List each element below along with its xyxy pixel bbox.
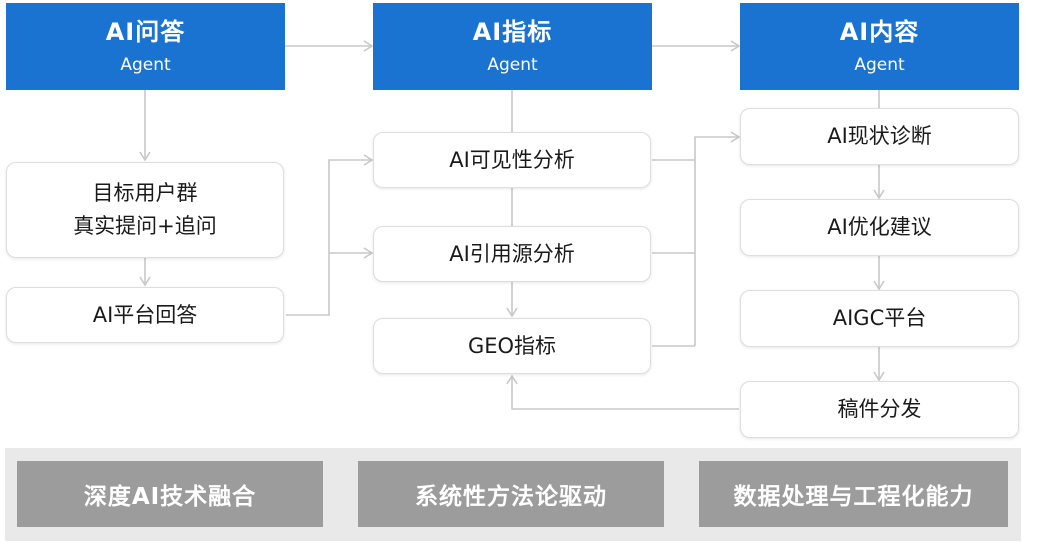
agent-title: AI问答 (105, 17, 186, 46)
arrow-answer-to-visibility (286, 154, 374, 316)
citation-analysis-label: AI引用源分析 (449, 241, 575, 266)
audience-box: 目标用户群 真实提问+追问 (6, 162, 284, 258)
diagnosis-label: AI现状诊断 (827, 124, 932, 148)
audience-label: 目标用户群 (92, 181, 198, 205)
geo-metric-label: GEO指标 (467, 333, 557, 358)
agent-header-qa: AI问答 Agent (6, 3, 285, 90)
capability-label: 数据处理与工程化能力 (733, 484, 974, 510)
optimization-box: AI优化建议 (740, 199, 1019, 256)
agent-header-content: AI内容 Agent (740, 3, 1019, 90)
agent-subtitle: Agent (487, 54, 538, 75)
capability-label: 系统性方法论驱动 (415, 484, 607, 510)
capability-label: 深度AI技术融合 (83, 484, 257, 510)
agent-subtitle: Agent (854, 54, 905, 75)
diagnosis-box: AI现状诊断 (740, 108, 1019, 165)
optimization-label: AI优化建议 (827, 215, 932, 239)
capability-methodology: 系统性方法论驱动 (358, 461, 664, 527)
platform-answer-label: AI平台回答 (92, 302, 198, 327)
arrow-metric-to-diagnosis (694, 131, 741, 346)
agent-header-metric: AI指标 Agent (373, 3, 652, 90)
aigc-platform-box: AIGC平台 (740, 290, 1019, 347)
visibility-analysis-label: AI可见性分析 (449, 147, 575, 172)
agent-title: AI内容 (839, 17, 920, 46)
agent-subtitle: Agent (120, 54, 171, 75)
citation-analysis-box: AI引用源分析 (373, 226, 651, 282)
visibility-analysis-box: AI可见性分析 (373, 132, 651, 188)
agent-title: AI指标 (472, 17, 553, 46)
capability-ai-integration: 深度AI技术融合 (17, 461, 323, 527)
arrow-distribution-to-geo (506, 374, 739, 410)
distribution-box: 稿件分发 (740, 381, 1019, 438)
capability-data-engineering: 数据处理与工程化能力 (699, 461, 1008, 527)
distribution-label: 稿件分发 (837, 397, 922, 421)
platform-answer-box: AI平台回答 (6, 287, 284, 343)
aigc-platform-label: AIGC平台 (832, 306, 927, 330)
questions-label: 真实提问+追问 (73, 214, 217, 238)
geo-metric-box: GEO指标 (373, 318, 651, 374)
